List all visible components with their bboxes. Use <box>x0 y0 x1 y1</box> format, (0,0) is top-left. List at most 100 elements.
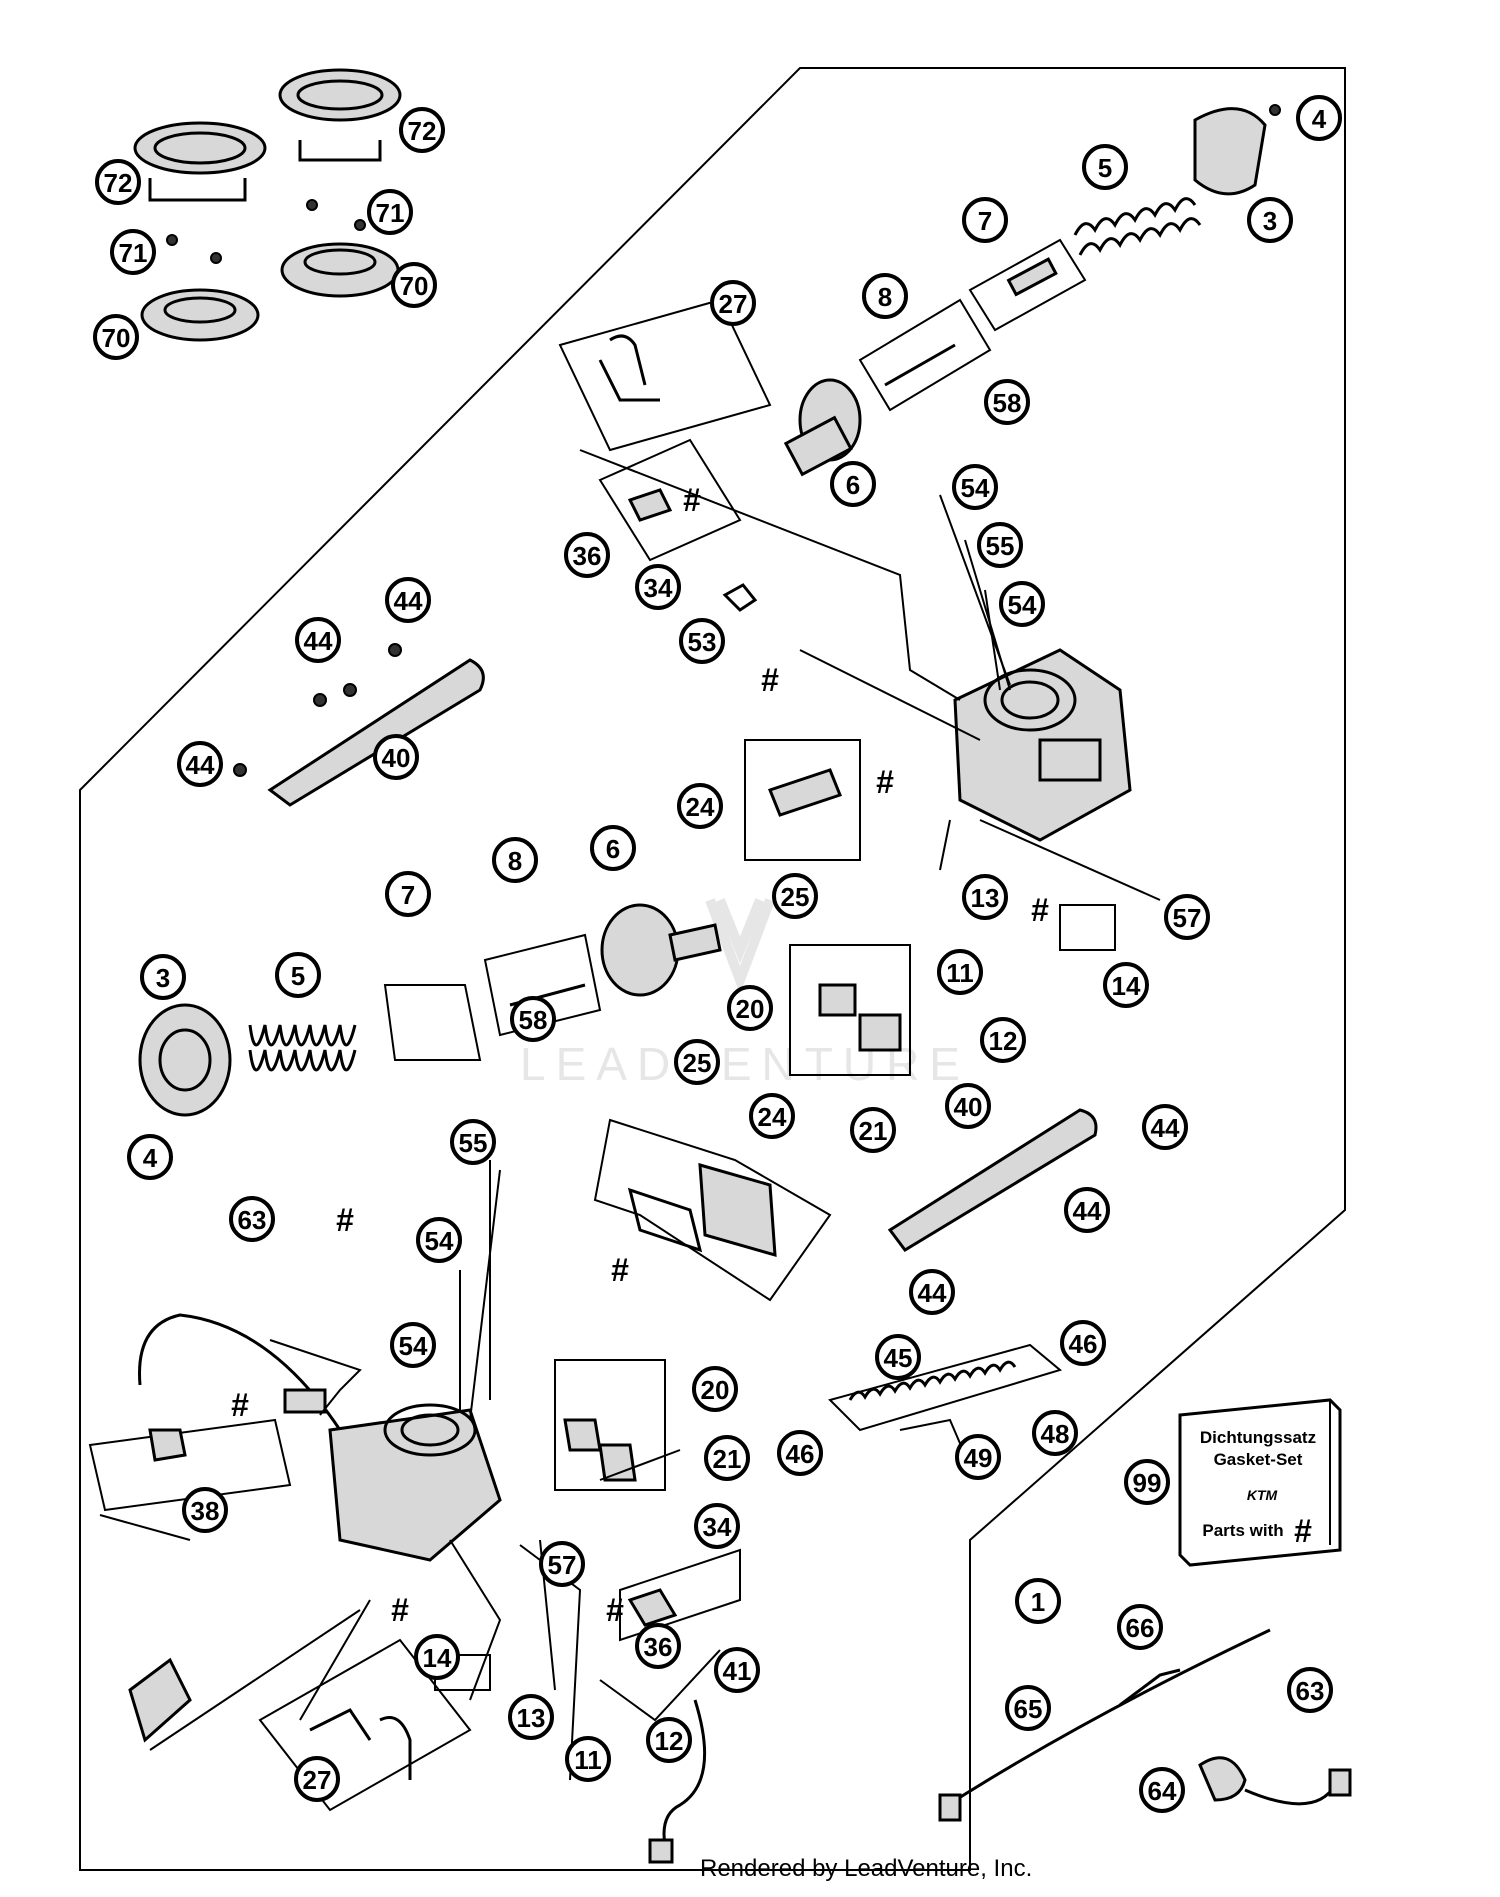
callout-number: 72 <box>104 168 133 198</box>
callout-number: 70 <box>102 323 131 353</box>
callout-46: 46 <box>1060 1320 1106 1366</box>
callout-number: 58 <box>519 1005 548 1035</box>
callout-20: 20 <box>692 1366 738 1412</box>
callout-circle <box>694 1503 740 1549</box>
callout-58: 58 <box>510 996 556 1042</box>
callout-8: 8 <box>862 273 908 319</box>
callout-circle <box>399 107 445 153</box>
callout-24: 24 <box>677 783 723 829</box>
callout-number: 34 <box>703 1512 732 1542</box>
callout-54: 54 <box>999 581 1045 627</box>
callout-number: 45 <box>884 1343 913 1373</box>
callout-34: 34 <box>635 564 681 610</box>
callout-number: 13 <box>971 883 1000 913</box>
callout-14: 14 <box>1103 962 1149 1008</box>
callout-number: 25 <box>781 882 810 912</box>
callout-number: 36 <box>573 541 602 571</box>
callout-circle <box>1296 95 1342 141</box>
callout-number: 4 <box>143 1143 158 1173</box>
sensor-64 <box>1198 1756 1247 1802</box>
callout-57: 57 <box>539 1541 585 1587</box>
callout-circle <box>1103 962 1149 1008</box>
callout-99: 99 <box>1124 1459 1170 1505</box>
hash-mark: # <box>683 482 701 518</box>
callout-41: 41 <box>714 1647 760 1693</box>
callout-circle <box>127 1134 173 1180</box>
gasket-brand: KTM <box>1247 1487 1278 1503</box>
callout-14: 14 <box>414 1634 460 1680</box>
watermark: LEADVENTURE <box>520 1038 970 1090</box>
callout-circle <box>510 996 556 1042</box>
callout-number: 20 <box>701 1375 730 1405</box>
callout-number: 70 <box>400 271 429 301</box>
callout-circle <box>1287 1667 1333 1713</box>
assembly-frame <box>79 67 1346 1871</box>
callout-circle <box>391 262 437 308</box>
callout-number: 63 <box>1296 1676 1325 1706</box>
callout-66: 66 <box>1117 1604 1163 1650</box>
callout-circle <box>710 280 756 326</box>
callout-circle <box>182 1487 228 1533</box>
callout-circle <box>984 379 1030 425</box>
callout-36: 36 <box>635 1623 681 1669</box>
callout-4: 4 <box>127 1134 173 1180</box>
callout-65: 65 <box>1005 1685 1051 1731</box>
callout-number: 7 <box>401 880 415 910</box>
callout-number: 6 <box>606 834 620 864</box>
callout-27: 27 <box>294 1756 340 1802</box>
callout-number: 71 <box>119 238 148 268</box>
callout-circle <box>492 837 538 883</box>
callout-number: 54 <box>961 473 990 503</box>
callout-circle <box>414 1634 460 1680</box>
callout-8: 8 <box>492 837 538 883</box>
callout-38: 38 <box>182 1487 228 1533</box>
callout-44: 44 <box>177 741 223 787</box>
callout-number: 36 <box>644 1632 673 1662</box>
hash-mark: # <box>336 1202 354 1238</box>
upper-diaphragm-cover <box>1193 104 1281 196</box>
callout-number: 34 <box>644 573 673 603</box>
callout-circle <box>1005 1685 1051 1731</box>
callout-number: 64 <box>1148 1776 1177 1806</box>
callout-72: 72 <box>399 107 445 153</box>
callout-44: 44 <box>385 577 431 623</box>
callout-number: 48 <box>1041 1419 1070 1449</box>
hash-mark: # <box>761 662 779 698</box>
upper-carburetor-body <box>953 648 1132 842</box>
callout-number: 21 <box>859 1116 888 1146</box>
callout-number: 72 <box>408 116 437 146</box>
callout-number: 40 <box>954 1092 983 1122</box>
middle-diaphragm-slide <box>600 903 722 997</box>
callout-3: 3 <box>1247 197 1293 243</box>
callout-circle <box>830 461 876 507</box>
callout-circle <box>1139 1767 1185 1813</box>
callout-number: 71 <box>376 198 405 228</box>
callout-number: 8 <box>508 846 522 876</box>
callout-number: 99 <box>1133 1468 1162 1498</box>
callout-54: 54 <box>390 1322 436 1368</box>
callout-21: 21 <box>704 1435 750 1481</box>
callout-4: 4 <box>1296 95 1342 141</box>
callout-number: 54 <box>1008 590 1037 620</box>
callout-number: 53 <box>688 627 717 657</box>
callout-44: 44 <box>1064 1187 1110 1233</box>
callout-number: 1 <box>1031 1587 1045 1617</box>
lower-bracket <box>887 1108 1098 1252</box>
callout-circle <box>564 532 610 578</box>
callout-number: 44 <box>186 750 215 780</box>
callout-number: 58 <box>993 388 1022 418</box>
callout-number: 46 <box>786 1439 815 1469</box>
upper-spring <box>1073 197 1202 256</box>
callout-number: 63 <box>238 1205 267 1235</box>
callout-circle <box>679 618 725 664</box>
callout-circle <box>177 741 223 787</box>
callout-circle <box>635 564 681 610</box>
callout-71: 71 <box>367 189 413 235</box>
callout-54: 54 <box>952 464 998 510</box>
callout-number: 6 <box>846 470 860 500</box>
callout-72: 72 <box>95 159 141 205</box>
hash-mark: # <box>231 1387 249 1423</box>
callout-circle <box>385 577 431 623</box>
callout-70: 70 <box>93 314 139 360</box>
callout-number: 44 <box>394 586 423 616</box>
